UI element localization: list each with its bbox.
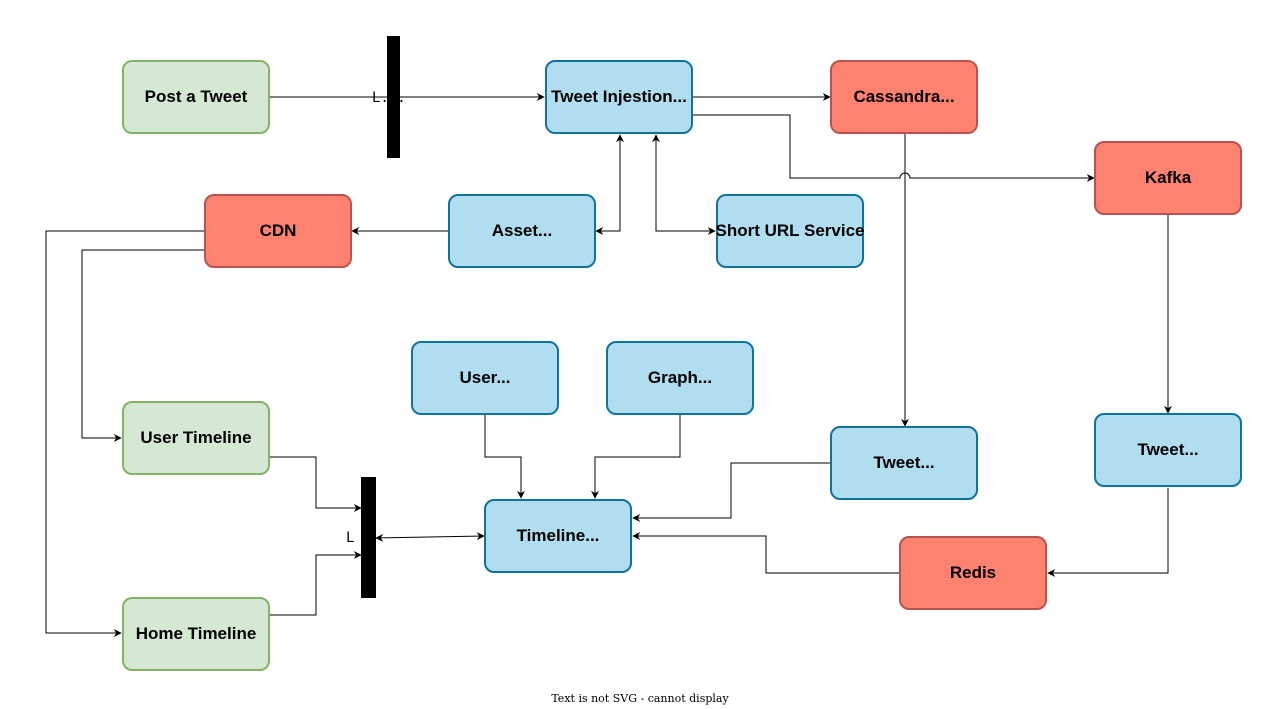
footer-note: Text is not SVG - cannot display xyxy=(551,692,729,705)
edge-tweet-to-redis xyxy=(1047,488,1169,577)
tweet-middle-node[interactable]: Tweet... xyxy=(830,426,978,500)
timeline-node[interactable]: Timeline... xyxy=(484,499,632,573)
edge-cdn-to-home-timeline xyxy=(45,230,204,637)
edge-injestion-asset xyxy=(595,134,624,235)
edge-user-to-timeline xyxy=(484,414,525,499)
short-url-service-node[interactable]: Short URL Service xyxy=(716,194,864,268)
edge-redis-to-timeline xyxy=(632,532,899,574)
edge-cdn-to-user-timeline xyxy=(81,249,204,442)
graph-node[interactable]: Graph... xyxy=(606,341,754,415)
cdn-node[interactable]: CDN xyxy=(204,194,352,268)
left-bar-label: L xyxy=(346,530,355,546)
edge-user-timeline-to-bar xyxy=(270,456,362,512)
edge-home-timeline-to-bar xyxy=(270,551,362,616)
edge-injestion-to-kafka xyxy=(692,114,1095,182)
kafka-node[interactable]: Kafka xyxy=(1094,141,1242,215)
left-bar[interactable] xyxy=(361,477,376,598)
edge-tweet-to-timeline xyxy=(632,462,830,522)
redis-node[interactable]: Redis xyxy=(899,536,1047,610)
post-tweet-node[interactable]: Post a Tweet xyxy=(122,60,270,134)
top-bar-label: L... xyxy=(372,90,406,106)
cassandra-node[interactable]: Cassandra... xyxy=(830,60,978,134)
edge-injestion-shorturl xyxy=(652,134,716,235)
top-bar[interactable] xyxy=(387,36,400,158)
edge-graph-to-timeline xyxy=(591,414,681,499)
asset-node[interactable]: Asset... xyxy=(448,194,596,268)
tweet-right-node[interactable]: Tweet... xyxy=(1094,413,1242,487)
edge-bar-timeline xyxy=(375,532,485,542)
user-node[interactable]: User... xyxy=(411,341,559,415)
user-timeline-node[interactable]: User Timeline xyxy=(122,401,270,475)
home-timeline-node[interactable]: Home Timeline xyxy=(122,597,270,671)
tweet-injestion-node[interactable]: Tweet Injestion... xyxy=(545,60,693,134)
